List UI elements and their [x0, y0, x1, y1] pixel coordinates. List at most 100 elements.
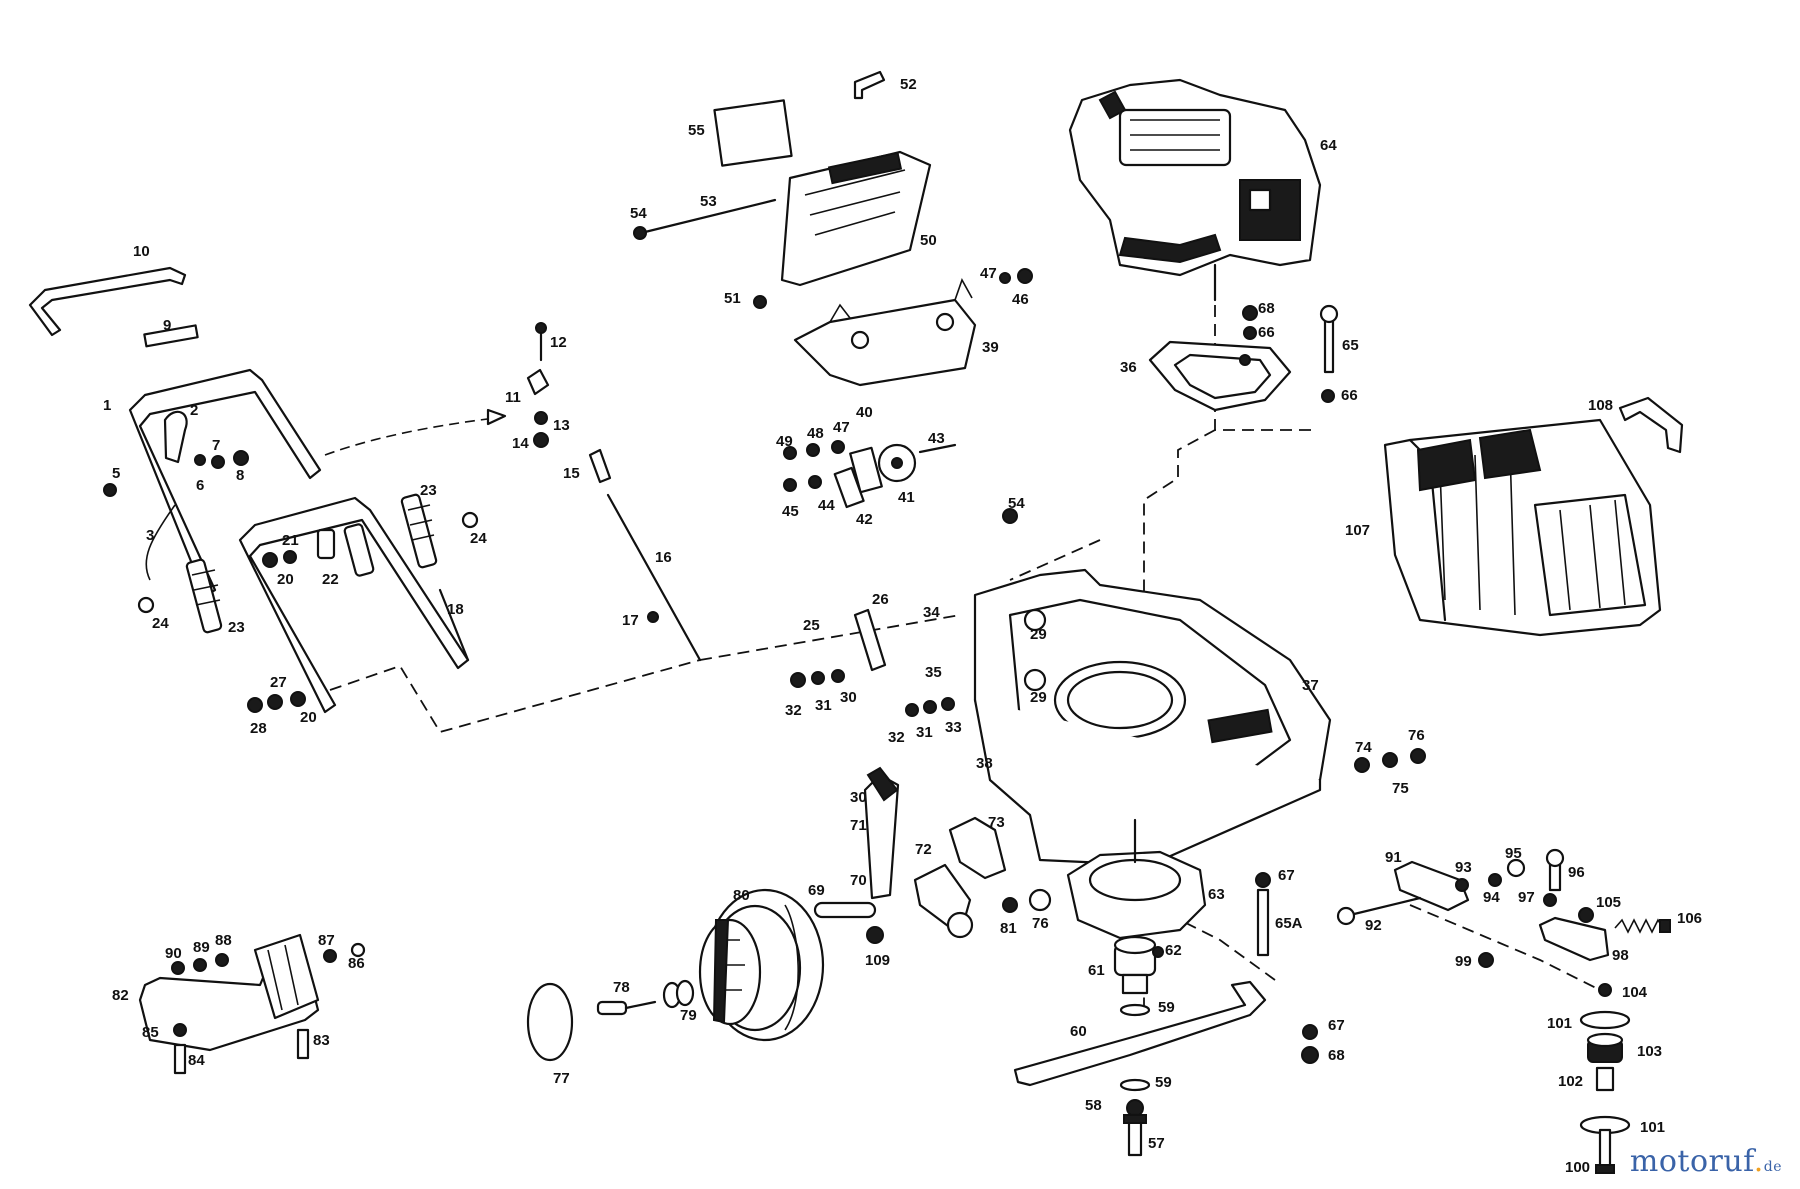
- axle-69: [813, 901, 877, 919]
- label-24b: 24: [152, 615, 169, 632]
- deck-bolts-29: [1023, 608, 1047, 692]
- label-35: 35: [925, 664, 942, 681]
- label-109: 109: [865, 952, 890, 969]
- label-68b: 68: [1328, 1047, 1345, 1064]
- label-21: 21: [282, 532, 299, 549]
- deck-side-washers: [790, 669, 1426, 773]
- mulch-plate-82: [138, 933, 320, 1052]
- label-54b: 54: [1008, 495, 1025, 512]
- label-53: 53: [700, 193, 717, 210]
- mower-blade-60: [1013, 980, 1267, 1087]
- mulch-fasteners: [171, 942, 366, 1075]
- label-44: 44: [818, 497, 835, 514]
- bracket-25: [853, 608, 887, 672]
- label-81: 81: [1000, 920, 1017, 937]
- label-85: 85: [142, 1024, 159, 1041]
- label-55: [713, 99, 793, 167]
- handle-grip-label: [143, 324, 199, 348]
- label-60: 60: [1070, 1023, 1087, 1040]
- wheel-washers-79: [662, 979, 695, 1009]
- clamp-22: [316, 528, 336, 560]
- label-66b: 66: [1341, 387, 1358, 404]
- washer-104: [1598, 983, 1612, 997]
- label-38: 38: [976, 755, 993, 772]
- label-61: 61: [1088, 962, 1105, 979]
- label-59a: 59: [1158, 999, 1175, 1016]
- label-57: 57: [1148, 1135, 1165, 1152]
- label-11: 11: [505, 389, 521, 406]
- label-95: 95: [1505, 845, 1522, 862]
- label-18: 18: [447, 601, 464, 618]
- label-31a: 31: [815, 697, 832, 714]
- clamp-knob-23-left: [185, 558, 223, 634]
- label-8: 8: [236, 467, 244, 484]
- cable-lever: [163, 410, 188, 464]
- handle-fasteners: [103, 432, 659, 713]
- disc-101a: [1579, 1010, 1631, 1030]
- cable-end-15: [588, 448, 612, 484]
- label-37: 37: [1302, 677, 1319, 694]
- engine-fasteners: [1242, 304, 1339, 403]
- washer-81: [1002, 897, 1018, 913]
- label-5: 5: [112, 465, 120, 482]
- label-90: 90: [165, 945, 182, 962]
- upper-handle-bar: [128, 368, 322, 598]
- label-97: 97: [1518, 889, 1535, 906]
- label-23a: 23: [420, 482, 437, 499]
- label-39: 39: [982, 339, 999, 356]
- brand-name: motoruf: [1629, 1144, 1754, 1179]
- label-72: 72: [915, 841, 932, 858]
- label-91: 91: [1385, 849, 1402, 866]
- label-6: 6: [196, 477, 204, 494]
- washer-59a: [1119, 1003, 1151, 1017]
- label-78: 78: [613, 979, 630, 996]
- label-24a: 24: [470, 530, 487, 547]
- label-67b: 67: [1328, 1017, 1345, 1034]
- label-3: 3: [146, 527, 154, 544]
- label-76b: 76: [1032, 915, 1049, 932]
- label-88: 88: [215, 932, 232, 949]
- pulley-103: [1586, 1032, 1624, 1063]
- hubcap-77: [526, 982, 574, 1062]
- label-14: 14: [512, 435, 529, 452]
- label-93: 93: [1455, 859, 1472, 876]
- label-99: 99: [1455, 953, 1472, 970]
- label-43: 43: [928, 430, 945, 447]
- label-47b: 47: [833, 419, 850, 436]
- label-58: 58: [1085, 1097, 1102, 1114]
- label-32b: 32: [888, 729, 905, 746]
- label-30a: 30: [840, 689, 857, 706]
- wheel-bolt-78: [596, 1000, 657, 1016]
- label-62: 62: [1165, 942, 1182, 959]
- label-9: 9: [163, 317, 171, 334]
- height-adjuster-41: [833, 443, 957, 509]
- label-20b: 20: [300, 709, 317, 726]
- label-79: 79: [680, 1007, 697, 1024]
- label-55: 55: [688, 122, 705, 139]
- height-lever-71: [863, 766, 900, 900]
- label-70: 70: [850, 872, 867, 889]
- label-73: 73: [988, 814, 1005, 831]
- label-40: 40: [856, 404, 873, 421]
- label-63: 63: [1208, 886, 1225, 903]
- label-59b: 59: [1155, 1074, 1172, 1091]
- label-22: 22: [322, 571, 339, 588]
- label-103: 103: [1637, 1043, 1662, 1060]
- label-64: 64: [1320, 137, 1337, 154]
- label-86: 86: [348, 955, 365, 972]
- clip-52: [853, 70, 886, 100]
- label-45: 45: [782, 503, 799, 520]
- label-101a: 101: [1547, 1015, 1572, 1032]
- cable-arrow: [486, 408, 507, 426]
- label-52: 52: [900, 76, 917, 93]
- bracket-98: [1538, 916, 1610, 962]
- part-labels: 1 2 3 5 6 7 8 9 10 11 12 13 14 15 16 17 …: [103, 76, 1702, 1176]
- blade-bolt-57: [1123, 1113, 1147, 1157]
- clamp-knob-23-right: [400, 493, 438, 569]
- label-92: 92: [1365, 917, 1382, 934]
- cable-3: [145, 504, 176, 581]
- label-17: 17: [622, 612, 639, 629]
- label-32a: 32: [785, 702, 802, 719]
- label-101b: 101: [1640, 1119, 1665, 1136]
- label-89: 89: [193, 939, 210, 956]
